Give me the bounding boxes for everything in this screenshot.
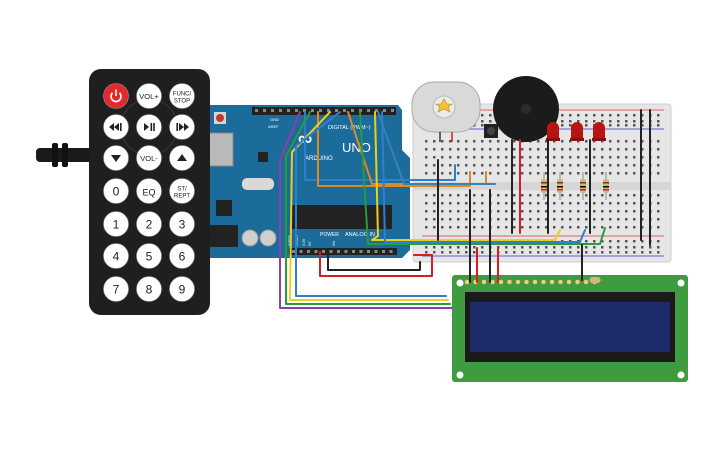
ir-remote[interactable]: VOL+ FUNC/STOP VOL- 0 EQ ST/REPT 1 2 3 4 5 6 7 8 9 (36, 69, 210, 315)
play-pause-icon (144, 123, 155, 131)
red-led-3[interactable] (592, 122, 606, 141)
remote-button-label: ST/ (177, 187, 187, 193)
remote-button-label: 5 (146, 250, 153, 264)
remote-button-label: 7 (113, 283, 120, 297)
remote-button-label: VOL- (140, 154, 158, 163)
lcd-screen (470, 302, 670, 352)
v33-label: 3.3V (302, 238, 306, 246)
arduino-logo-text: ARDUINO (305, 156, 333, 162)
atmega-chip (292, 205, 392, 229)
red-led-2[interactable] (570, 122, 584, 141)
push-button-cap[interactable] (487, 127, 495, 135)
button-0[interactable]: 0 (103, 178, 129, 204)
resistor-4[interactable] (603, 172, 609, 200)
button-2[interactable]: 2 (136, 211, 162, 237)
power-button[interactable] (103, 83, 129, 109)
remote-button-label: 6 (179, 250, 186, 264)
v5-label: 5V (308, 241, 312, 246)
remote-button-label: REPT (174, 194, 190, 200)
button-7[interactable]: 7 (103, 276, 129, 302)
up-arrow-button[interactable] (169, 145, 195, 171)
remote-button-label: VOL+ (139, 92, 159, 101)
button-9[interactable]: 9 (169, 276, 195, 302)
button-vol[interactable]: VOL- (136, 145, 162, 171)
fast-forward-icon (176, 123, 189, 131)
uno-label: UNO (342, 140, 371, 155)
button-1[interactable]: 1 (103, 211, 129, 237)
remote-button-label: 9 (179, 283, 186, 297)
button-vol[interactable]: VOL+ (136, 83, 162, 109)
button-3[interactable]: 3 (169, 211, 195, 237)
fast-forward-button[interactable] (169, 114, 195, 140)
rewind-icon (109, 123, 122, 131)
button-8[interactable]: 8 (136, 276, 162, 302)
remote-button-label: EQ (142, 188, 155, 198)
button-eq[interactable]: EQ (136, 178, 162, 204)
down-arrow-icon (111, 155, 121, 162)
power-icon (110, 89, 122, 103)
aref-label: AREF (268, 124, 279, 129)
reset-button[interactable] (216, 114, 224, 122)
play-pause-button[interactable] (136, 114, 162, 140)
vin-label: Vin (332, 241, 336, 246)
button-4[interactable]: 4 (103, 243, 129, 269)
power-label: POWER (320, 232, 339, 238)
remote-button-label: STOP (174, 99, 190, 105)
button-func-stop[interactable]: FUNC/STOP (169, 83, 195, 109)
crystal (242, 178, 274, 190)
rewind-button[interactable] (103, 114, 129, 140)
digital-label: DIGITAL (PWM~) (328, 125, 371, 131)
resistor-3[interactable] (580, 172, 586, 200)
remote-button-label: 0 (113, 185, 120, 199)
resistor-2[interactable] (557, 172, 563, 200)
button-5[interactable]: 5 (136, 243, 162, 269)
resistor-1[interactable] (541, 172, 547, 200)
remote-button-label: 8 (146, 283, 153, 297)
remote-button-label: 3 (179, 218, 186, 232)
lcd-resistor[interactable] (588, 277, 602, 283)
red-led-1[interactable] (546, 122, 560, 141)
up-arrow-icon (177, 154, 187, 161)
gnd-label: GND (270, 117, 279, 122)
wires[interactable] (279, 109, 651, 309)
button-st-rept[interactable]: ST/REPT (169, 178, 195, 204)
remote-button-label: FUNC/ (173, 92, 192, 98)
dc-motor[interactable] (411, 81, 481, 142)
remote-button-label: 2 (146, 218, 153, 232)
remote-button-label: 4 (113, 250, 120, 264)
analog-label: ANALOG IN (345, 232, 375, 238)
remote-button-label: 1 (113, 218, 120, 232)
button-6[interactable]: 6 (169, 243, 195, 269)
down-arrow-button[interactable] (103, 145, 129, 171)
lcd-16x2-display[interactable] (452, 275, 688, 382)
piezo-buzzer[interactable] (493, 76, 559, 142)
